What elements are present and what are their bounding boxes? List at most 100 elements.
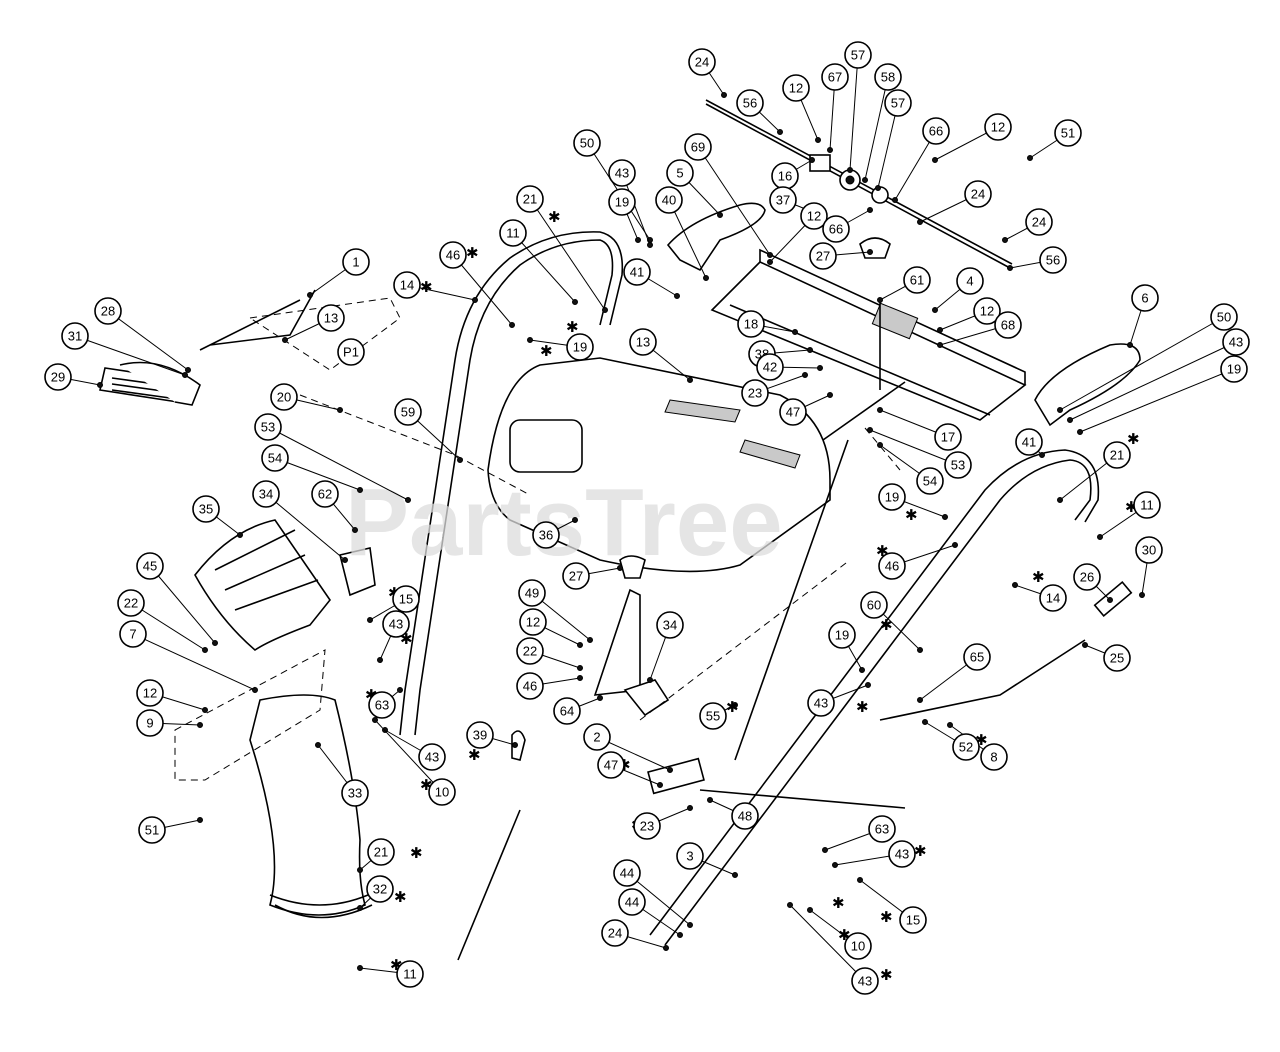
part-callout[interactable]: 16 — [771, 162, 799, 190]
part-callout[interactable]: 53 — [944, 451, 972, 479]
part-callout[interactable]: 61 — [903, 266, 931, 294]
part-callout[interactable]: 63 — [868, 815, 896, 843]
part-callout[interactable]: 17 — [934, 423, 962, 451]
part-callout[interactable]: 65 — [963, 643, 991, 671]
part-callout[interactable]: 12 — [782, 74, 810, 102]
part-callout[interactable]: 12 — [800, 202, 828, 230]
part-callout[interactable]: 19 — [608, 188, 636, 216]
part-callout[interactable]: 58 — [874, 63, 902, 91]
part-callout[interactable]: 47 — [779, 398, 807, 426]
part-callout[interactable]: 22 — [516, 637, 544, 665]
part-callout[interactable]: 27 — [562, 562, 590, 590]
part-callout[interactable]: 43 — [1222, 328, 1250, 356]
part-callout[interactable]: 29 — [44, 363, 72, 391]
part-callout[interactable]: 43 — [807, 689, 835, 717]
part-callout[interactable]: 43 — [418, 743, 446, 771]
part-callout[interactable]: 11 — [499, 219, 527, 247]
part-callout[interactable]: 1 — [342, 248, 370, 276]
part-callout[interactable]: 54 — [261, 444, 289, 472]
part-callout[interactable]: 50 — [1210, 303, 1238, 331]
part-callout[interactable]: 52 — [952, 733, 980, 761]
part-callout[interactable]: 67 — [821, 63, 849, 91]
part-callout[interactable]: 15 — [392, 585, 420, 613]
part-callout[interactable]: 14 — [393, 271, 421, 299]
part-callout[interactable]: 51 — [138, 816, 166, 844]
part-callout[interactable]: 19 — [878, 483, 906, 511]
part-callout[interactable]: 57 — [844, 41, 872, 69]
part-callout[interactable]: 37 — [769, 186, 797, 214]
part-callout[interactable]: 31 — [61, 322, 89, 350]
part-callout[interactable]: 24 — [1025, 208, 1053, 236]
part-callout[interactable]: 23 — [633, 812, 661, 840]
part-callout[interactable]: 47 — [597, 751, 625, 779]
part-callout[interactable]: 10 — [428, 778, 456, 806]
part-callout[interactable]: 50 — [573, 129, 601, 157]
part-callout[interactable]: 64 — [553, 697, 581, 725]
part-callout[interactable]: 43 — [382, 610, 410, 638]
part-callout[interactable]: 66 — [922, 117, 950, 145]
part-callout[interactable]: 21 — [516, 185, 544, 213]
part-callout[interactable]: 46 — [878, 552, 906, 580]
part-callout[interactable]: 69 — [684, 133, 712, 161]
part-callout[interactable]: 36 — [532, 521, 560, 549]
part-callout[interactable]: 14 — [1039, 584, 1067, 612]
part-callout[interactable]: 44 — [613, 859, 641, 887]
part-callout[interactable]: 44 — [618, 888, 646, 916]
part-callout[interactable]: 60 — [860, 591, 888, 619]
part-callout[interactable]: 19 — [1220, 355, 1248, 383]
part-callout[interactable]: 12 — [136, 679, 164, 707]
part-callout[interactable]: 12 — [519, 608, 547, 636]
part-callout[interactable]: 2 — [583, 723, 611, 751]
part-callout[interactable]: 24 — [601, 919, 629, 947]
part-callout[interactable]: 48 — [731, 802, 759, 830]
part-callout[interactable]: 56 — [1039, 246, 1067, 274]
part-callout[interactable]: 5 — [666, 159, 694, 187]
part-callout[interactable]: 24 — [964, 180, 992, 208]
part-callout[interactable]: 12 — [984, 113, 1012, 141]
part-callout[interactable]: 8 — [980, 743, 1008, 771]
part-callout[interactable]: 11 — [1133, 491, 1161, 519]
part-callout[interactable]: 12 — [973, 297, 1001, 325]
part-callout[interactable]: 43 — [888, 840, 916, 868]
part-callout[interactable]: 15 — [899, 906, 927, 934]
part-callout[interactable]: 40 — [655, 186, 683, 214]
part-callout[interactable]: P1 — [337, 338, 365, 366]
part-callout[interactable]: 59 — [394, 398, 422, 426]
part-callout[interactable]: 41 — [1015, 428, 1043, 456]
part-callout[interactable]: 6 — [1131, 284, 1159, 312]
part-callout[interactable]: 42 — [756, 353, 784, 381]
part-callout[interactable]: 27 — [809, 242, 837, 270]
part-callout[interactable]: 57 — [884, 89, 912, 117]
part-callout[interactable]: 35 — [192, 495, 220, 523]
part-callout[interactable]: 13 — [629, 328, 657, 356]
part-callout[interactable]: 66 — [822, 215, 850, 243]
part-callout[interactable]: 19 — [566, 333, 594, 361]
part-callout[interactable]: 34 — [252, 480, 280, 508]
part-callout[interactable]: 46 — [516, 672, 544, 700]
part-callout[interactable]: 62 — [311, 480, 339, 508]
part-callout[interactable]: 3 — [676, 842, 704, 870]
part-callout[interactable]: 9 — [136, 709, 164, 737]
part-callout[interactable]: 46 — [439, 241, 467, 269]
part-callout[interactable]: 4 — [956, 267, 984, 295]
part-callout[interactable]: 25 — [1103, 644, 1131, 672]
part-callout[interactable]: 56 — [736, 89, 764, 117]
part-callout[interactable]: 39 — [466, 721, 494, 749]
part-callout[interactable]: 63 — [368, 691, 396, 719]
part-callout[interactable]: 22 — [117, 589, 145, 617]
part-callout[interactable]: 23 — [741, 379, 769, 407]
part-callout[interactable]: 32 — [366, 875, 394, 903]
part-callout[interactable]: 28 — [94, 297, 122, 325]
part-callout[interactable]: 10 — [844, 932, 872, 960]
part-callout[interactable]: 53 — [254, 413, 282, 441]
part-callout[interactable]: 33 — [341, 779, 369, 807]
part-callout[interactable]: 13 — [317, 304, 345, 332]
part-callout[interactable]: 68 — [994, 311, 1022, 339]
part-callout[interactable]: 49 — [518, 579, 546, 607]
part-callout[interactable]: 51 — [1054, 119, 1082, 147]
part-callout[interactable]: 21 — [1103, 441, 1131, 469]
part-callout[interactable]: 26 — [1073, 563, 1101, 591]
part-callout[interactable]: 19 — [828, 621, 856, 649]
part-callout[interactable]: 45 — [136, 552, 164, 580]
part-callout[interactable]: 43 — [851, 967, 879, 995]
